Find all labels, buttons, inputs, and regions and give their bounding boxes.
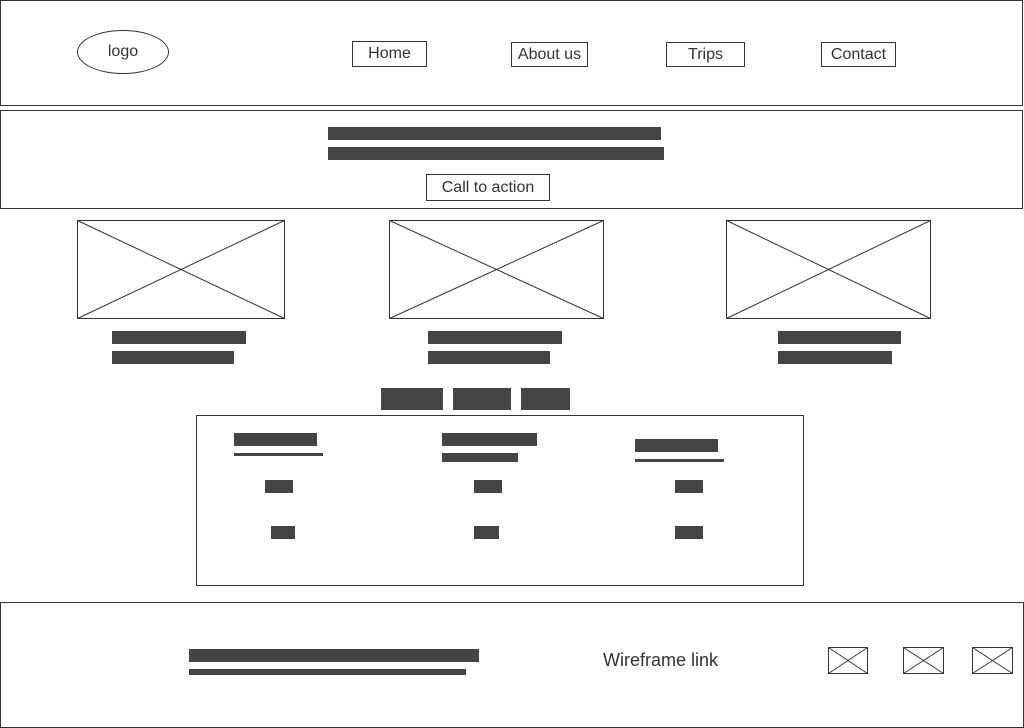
hero-text-line	[328, 147, 664, 160]
list-item	[474, 480, 502, 493]
call-to-action-button[interactable]: Call to action	[426, 174, 550, 201]
column-subheading	[442, 453, 518, 462]
social-icon-1[interactable]	[828, 647, 868, 674]
card-text-line	[112, 331, 246, 344]
column-heading	[442, 433, 537, 446]
footer-link[interactable]: Wireframe link	[603, 650, 719, 670]
card-text-line	[112, 351, 234, 364]
hero-text-line	[328, 127, 661, 140]
list-item	[675, 480, 703, 493]
card-text-line	[428, 331, 562, 344]
social-icon-2[interactable]	[903, 647, 944, 674]
nav-contact[interactable]: Contact	[821, 42, 896, 67]
list-item	[265, 480, 293, 493]
column-underline	[635, 459, 724, 462]
tab-2[interactable]	[453, 388, 511, 410]
list-item	[474, 526, 499, 539]
column-heading	[635, 439, 718, 452]
image-placeholder-3	[726, 220, 931, 319]
social-icon-3[interactable]	[972, 647, 1013, 674]
nav-trips[interactable]: Trips	[666, 42, 745, 67]
footer	[0, 602, 1024, 728]
tab-3[interactable]	[521, 388, 570, 410]
nav-home[interactable]: Home	[352, 41, 427, 67]
column-underline	[234, 453, 323, 456]
image-placeholder-1	[77, 220, 285, 319]
card-text-line	[778, 331, 901, 344]
nav-about-us[interactable]: About us	[511, 42, 588, 67]
list-item	[675, 526, 703, 539]
image-placeholder-2	[389, 220, 604, 319]
logo[interactable]: logo	[77, 30, 169, 74]
card-text-line	[428, 351, 550, 364]
footer-text-line	[189, 649, 479, 662]
list-item	[271, 526, 295, 539]
column-heading	[234, 433, 317, 446]
tab-1[interactable]	[381, 388, 443, 410]
footer-text-line	[189, 669, 466, 675]
card-text-line	[778, 351, 892, 364]
